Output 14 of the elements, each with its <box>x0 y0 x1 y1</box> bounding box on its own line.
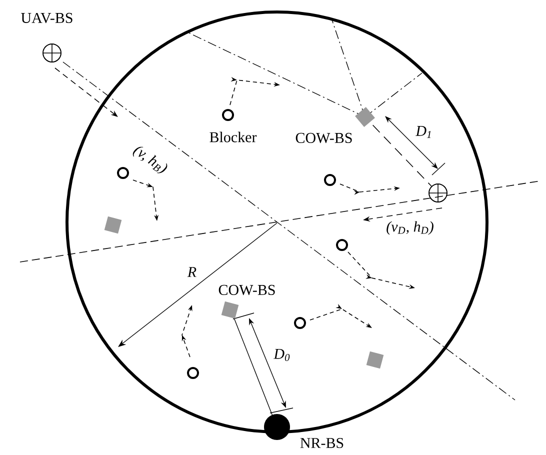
uav-marker <box>428 184 448 202</box>
coordinate-label: (v$_{D}$, h$_{D}$) <box>386 221 434 235</box>
blocker-marker <box>324 174 336 186</box>
station-marker <box>104 216 122 234</box>
link-line <box>372 124 432 187</box>
blocker-marker <box>336 239 348 251</box>
blocker-marker <box>187 367 199 379</box>
blocker-marker <box>294 317 306 329</box>
blocker-marker <box>117 167 129 179</box>
dimension-label: D$_{0}$ <box>274 348 290 362</box>
coordinate-label: (v, h$_{B}$) <box>132 146 168 174</box>
dimension-label: R <box>187 267 196 277</box>
station-marker <box>366 351 384 369</box>
dimension-label: D$_{1}$ <box>416 126 431 138</box>
